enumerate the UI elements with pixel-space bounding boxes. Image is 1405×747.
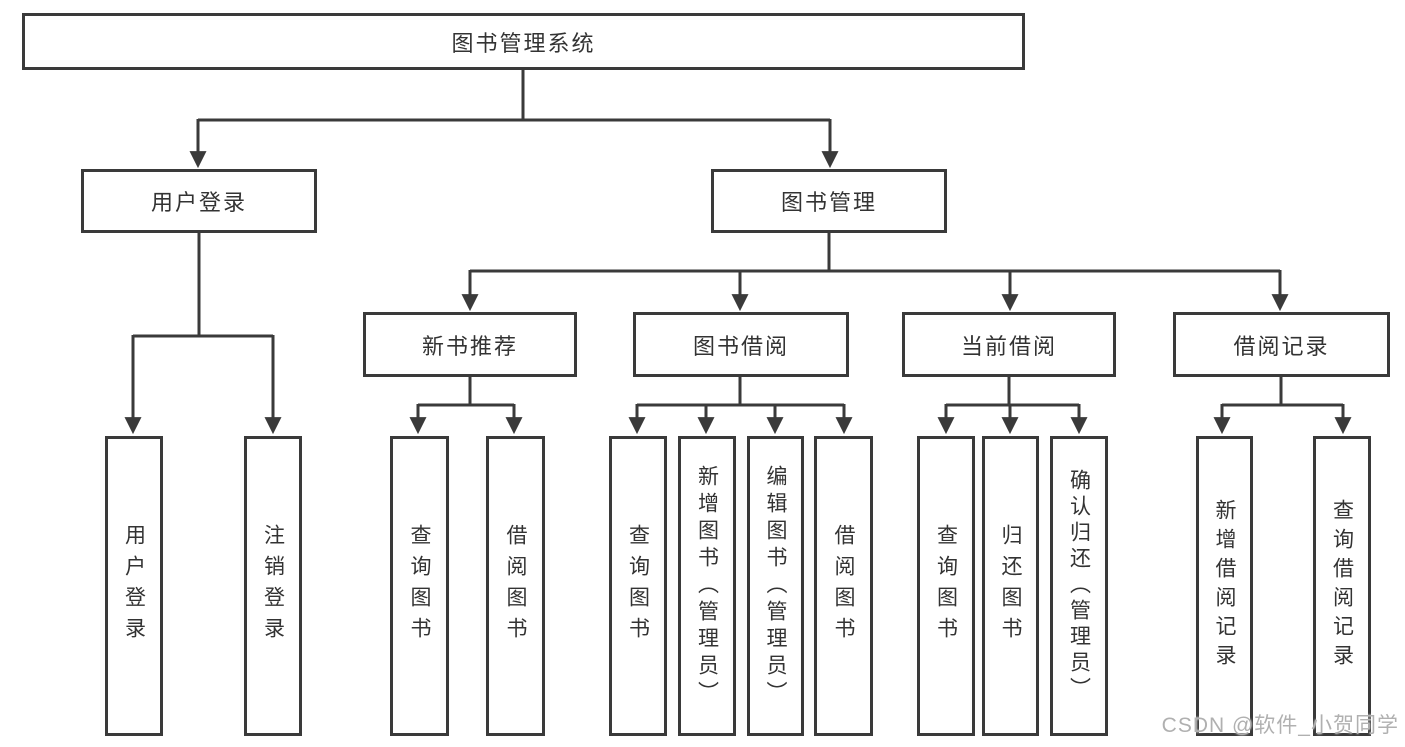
node-user-login-label: 用户登录 [150,190,247,215]
leaf-current-return-book-label: 归还图书 [999,524,1022,648]
watermark-text: CSDN @软件_小贺同学 [1161,714,1399,737]
node-borrowing-records-label: 借阅记录 [1233,333,1330,359]
node-root-label: 图书管理系统 [451,30,596,56]
node-current-borrowing-label: 当前借阅 [960,333,1057,359]
leaf-user-login-label: 用户登录 [122,524,146,648]
node-user-login: 用户登录 [81,169,317,233]
leaf-records-add-record: 新增借阅记录 [1196,436,1253,736]
leaf-current-confirm-return-admin-label: 确认归还（管理员） [1067,469,1091,703]
node-book-management: 图书管理 [711,169,947,233]
leaf-borrow-borrow-book: 借阅图书 [814,436,873,736]
leaf-borrow-borrow-book-label: 借阅图书 [832,524,855,648]
leaf-borrow-edit-book-admin-label: 编辑图书（管理员） [764,464,787,708]
node-book-borrowing-label: 图书借阅 [692,333,789,359]
leaf-records-query-record: 查询借阅记录 [1313,436,1371,736]
leaf-logout: 注销登录 [244,436,302,736]
node-new-book-recommendation-label: 新书推荐 [421,333,518,359]
node-book-borrowing: 图书借阅 [633,312,849,377]
leaf-current-query-book: 查询图书 [917,436,975,736]
leaf-borrow-query-book: 查询图书 [609,436,667,736]
node-borrowing-records: 借阅记录 [1173,312,1390,377]
node-book-management-label: 图书管理 [780,190,877,215]
leaf-borrow-edit-book-admin: 编辑图书（管理员） [747,436,804,736]
node-root: 图书管理系统 [22,13,1025,70]
leaf-logout-label: 注销登录 [261,524,285,648]
leaf-recommend-query-book: 查询图书 [390,436,449,736]
leaf-borrow-add-book-admin: 新增图书（管理员） [678,436,736,736]
leaf-records-query-record-label: 查询借阅记录 [1330,499,1354,673]
leaf-current-confirm-return-admin: 确认归还（管理员） [1050,436,1108,736]
leaf-current-return-book: 归还图书 [982,436,1039,736]
leaf-records-add-record-label: 新增借阅记录 [1213,499,1236,673]
node-current-borrowing: 当前借阅 [902,312,1116,377]
leaf-recommend-borrow-book-label: 借阅图书 [504,524,527,648]
leaf-recommend-borrow-book: 借阅图书 [486,436,545,736]
leaf-borrow-query-book-label: 查询图书 [626,524,650,648]
leaf-current-query-book-label: 查询图书 [934,524,958,648]
leaf-user-login: 用户登录 [105,436,163,736]
leaf-borrow-add-book-admin-label: 新增图书（管理员） [695,464,719,708]
node-new-book-recommendation: 新书推荐 [363,312,577,377]
leaf-recommend-query-book-label: 查询图书 [408,524,431,648]
